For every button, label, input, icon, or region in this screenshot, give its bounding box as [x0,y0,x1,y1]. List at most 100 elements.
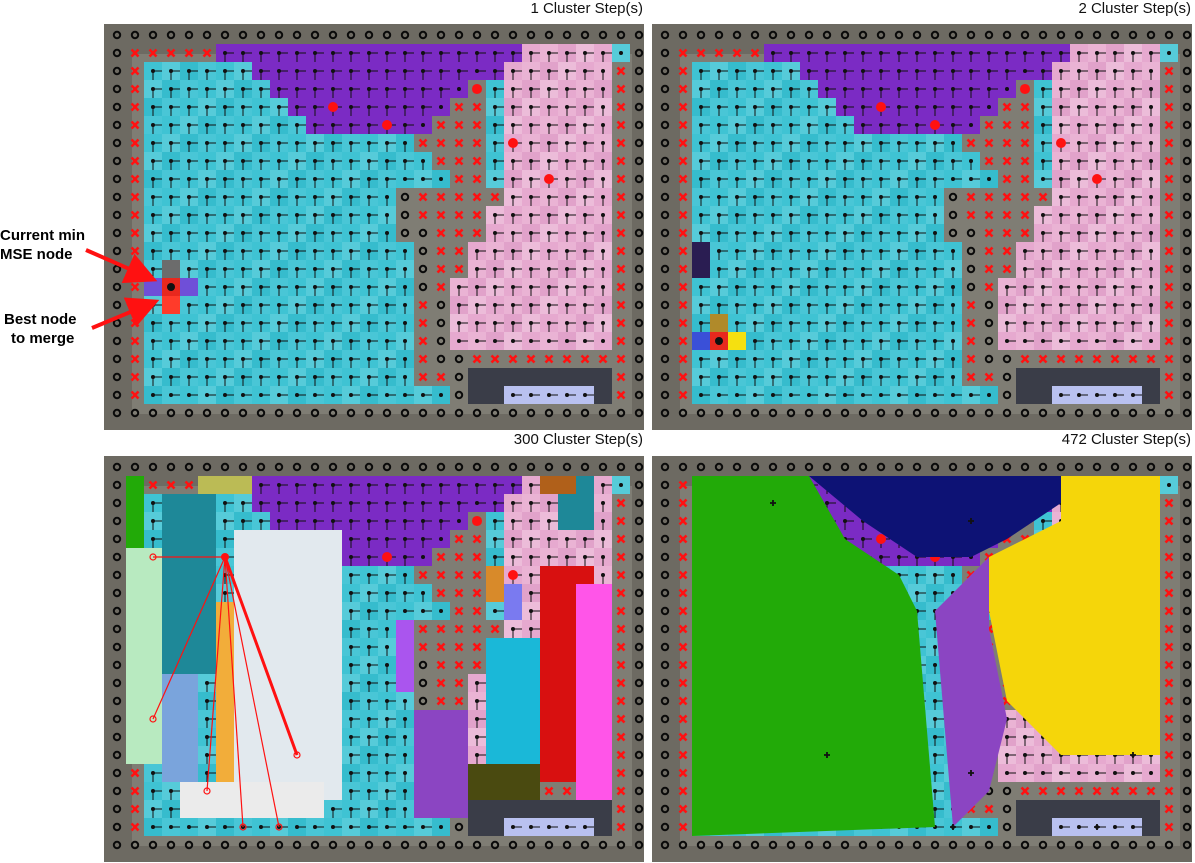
grid-node-unused [112,624,122,634]
grid-node-unused [364,462,374,472]
grid-node-unused [984,300,994,310]
grid-node-excluded [418,570,428,580]
grid-node-excluded [130,102,140,112]
grid-node-excluded [616,174,626,184]
grid-node-excluded [130,336,140,346]
grid-node-unused [1182,102,1192,112]
grid-node-excluded [418,354,428,364]
grid-node-unused [112,102,122,112]
grid-node-unused [1146,408,1156,418]
grid-node-unused [1182,156,1192,166]
grid-node-excluded [472,660,482,670]
grid-node-unused [1182,30,1192,40]
grid-cell [1124,368,1142,386]
cluster-center-marker [1092,174,1102,184]
grid-node-unused [346,408,356,418]
grid-node-unused [490,408,500,418]
grid-node-excluded [1164,192,1174,202]
grid-cell [1016,368,1034,386]
grid-node-unused [984,354,994,364]
grid-node-excluded [678,264,688,274]
panel-title-3: 300 Cluster Step(s) [513,431,643,448]
grid-node-unused [112,30,122,40]
grid-node-unused [840,30,850,40]
grid-node-excluded [616,228,626,238]
grid-node-unused [660,228,670,238]
grid-node-unused [660,102,670,112]
grid-node-unused [112,390,122,400]
grid-node-excluded [454,570,464,580]
grid-node-excluded [1146,354,1156,364]
grid-node-excluded [616,84,626,94]
grid-node [601,339,605,343]
grid-node-unused [634,138,644,148]
grid-node-unused [858,408,868,418]
panel-3-grid-image [104,456,644,862]
grid-node-unused [418,228,428,238]
grid-node-unused [616,408,626,418]
grid-node-excluded [678,156,688,166]
cluster-center-marker [876,102,886,112]
grid-node-unused [984,30,994,40]
grid-node-excluded [616,588,626,598]
grid-node-unused [112,84,122,94]
grid-cell [558,368,576,386]
grid-node-excluded [966,138,976,148]
grid-node-excluded [130,66,140,76]
grid-node-unused [256,408,266,418]
grid-node-unused [1056,30,1066,40]
grid-node-unused [660,48,670,58]
grid-node-excluded [580,354,590,364]
grid-node-excluded [454,606,464,616]
grid-node-excluded [616,102,626,112]
grid-node-unused [634,228,644,238]
grid-node-unused [634,534,644,544]
grid-node-unused [526,30,536,40]
grid-node-unused [256,30,266,40]
grid-node-excluded [418,372,428,382]
current-min-node-dot [167,283,175,291]
grid-node-unused [400,228,410,238]
grid-node-excluded [1020,228,1030,238]
grid-node [439,609,443,613]
grid-node-unused [220,462,230,472]
grid-node-unused [148,30,158,40]
grid-node-unused [714,30,724,40]
grid-node-excluded [436,588,446,598]
grid-node-unused [1002,30,1012,40]
grid-node-unused [292,30,302,40]
grid-node-unused [112,372,122,382]
grid-node-unused [562,408,572,418]
grid-node-unused [112,678,122,688]
grid-node-excluded [1002,174,1012,184]
grid-node-unused [1182,192,1192,202]
grid-node-excluded [130,210,140,220]
grid-node-unused [804,408,814,418]
grid-node-unused [1110,30,1120,40]
grid-cell [468,368,486,386]
grid-node-unused [634,192,644,202]
grid-cell [486,386,504,404]
grid-node-unused [400,30,410,40]
merge-neighbor-right [728,332,746,350]
grid-node-excluded [678,336,688,346]
grid-node-unused [732,408,742,418]
grid-node-excluded [1164,390,1174,400]
grid-node-unused [382,462,392,472]
grid-node-excluded [454,102,464,112]
grid-node-unused [804,30,814,40]
grid-node-excluded [472,552,482,562]
grid-node-excluded [616,390,626,400]
grid-node-unused [1182,138,1192,148]
grid-node-unused [660,192,670,202]
grid-node-excluded [544,354,554,364]
grid-node-unused [112,120,122,130]
grid-node-unused [894,30,904,40]
grid-node-unused [598,408,608,418]
grid-node-unused [1092,30,1102,40]
grid-node-excluded [472,588,482,598]
grid-node-unused [310,408,320,418]
grid-node-unused [112,588,122,598]
grid-node-unused [660,246,670,256]
grid-node-excluded [472,210,482,220]
